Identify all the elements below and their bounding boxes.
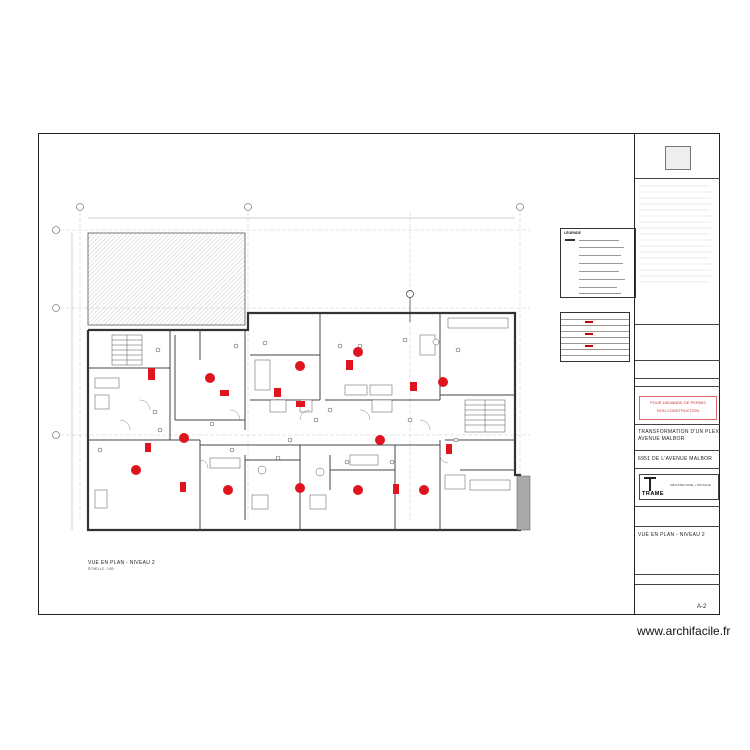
title-block-divider	[635, 424, 720, 425]
permit-warning: POUR DEMANDE DE PERMIS NON CONSTRUCTION	[639, 396, 717, 420]
legend-row	[565, 239, 575, 241]
legend-row	[579, 279, 625, 280]
firm-logo-mark	[649, 477, 651, 491]
permit-warning-line2: NON CONSTRUCTION	[656, 408, 700, 413]
red-marker	[353, 347, 363, 357]
red-marker	[419, 485, 429, 495]
dimension-lines	[71, 217, 515, 530]
legend-row	[579, 255, 621, 256]
schedule-row	[561, 337, 629, 338]
balcony-block	[516, 475, 531, 531]
schedule-row	[561, 349, 629, 350]
electrical-symbols	[97, 337, 461, 465]
plan-caption: VUE EN PLAN - NIVEAU 2	[88, 560, 155, 566]
legend-row	[579, 240, 619, 241]
title-block-divider	[635, 506, 720, 507]
red-marker	[375, 435, 385, 445]
title-block-divider	[635, 386, 720, 387]
red-marker	[131, 465, 141, 475]
project-name-line1: TRANSFORMATION D'UN PLEX	[638, 429, 720, 435]
red-marker	[145, 443, 151, 452]
stair-right	[464, 399, 506, 433]
grid-lines	[60, 212, 530, 520]
red-marker	[274, 388, 281, 397]
red-marker	[393, 484, 399, 494]
title-block-divider	[635, 468, 720, 469]
schedule-row	[561, 319, 629, 320]
terrace-hatch	[87, 232, 246, 326]
schedule-mark	[585, 333, 593, 335]
red-markers	[131, 347, 452, 495]
red-marker	[180, 482, 186, 492]
plan-scale-note: ÉCHELLE : 1/50	[88, 567, 114, 571]
red-marker	[220, 390, 229, 396]
grid-bubble	[244, 203, 252, 211]
grid-bubble	[52, 431, 60, 439]
title-block-divider	[635, 360, 720, 361]
red-marker	[205, 373, 215, 383]
title-block: POUR DEMANDE DE PERMIS NON CONSTRUCTION …	[634, 134, 720, 614]
drawing-title: VUE EN PLAN - NIVEAU 2	[638, 532, 705, 538]
title-block-divider	[635, 324, 720, 325]
schedule-mark	[585, 345, 593, 347]
schedule-row	[561, 325, 629, 326]
grid-bubbles	[52, 203, 524, 439]
general-notes	[639, 185, 713, 283]
schedule-mark	[585, 321, 593, 323]
red-marker	[438, 377, 448, 387]
red-marker	[223, 485, 233, 495]
sheet-number: A-2	[697, 604, 707, 610]
title-block-divider	[635, 574, 720, 575]
legend-title: LÉGENDE	[564, 231, 581, 235]
exterior-walls	[86, 311, 522, 532]
red-marker	[179, 433, 189, 443]
title-block-divider	[635, 526, 720, 527]
firm-logo	[665, 146, 691, 170]
title-block-divider	[635, 584, 720, 585]
legend-row	[579, 271, 619, 272]
watermark: www.archifacile.fr	[637, 624, 731, 638]
title-block-divider	[635, 450, 720, 451]
project-name-line2: AVENUE MALBOR	[638, 436, 685, 442]
stair-left	[111, 334, 143, 366]
floor-plan	[52, 203, 531, 532]
title-block-divider	[635, 178, 720, 179]
fixtures	[94, 317, 511, 510]
legend-row	[579, 263, 623, 264]
legend-row	[579, 247, 624, 248]
door-swings	[119, 399, 449, 469]
red-marker	[148, 368, 155, 380]
firm-stamp: TRAME ARCHITECTURE + PAYSAGE	[639, 474, 719, 500]
legend-row	[579, 287, 617, 288]
grid-bubble	[76, 203, 84, 211]
schedule-row	[561, 343, 629, 344]
project-address: 6951 DE L'AVENUE MALBOR	[638, 456, 713, 462]
red-marker	[296, 401, 305, 407]
north-arrow	[406, 290, 414, 322]
finish-schedule	[560, 312, 630, 362]
schedule-row	[561, 331, 629, 332]
firm-name: TRAME	[642, 491, 665, 497]
grid-bubble	[52, 226, 60, 234]
red-marker	[346, 360, 353, 370]
schedule-row	[561, 355, 629, 356]
red-marker	[410, 382, 417, 391]
permit-warning-line1: POUR DEMANDE DE PERMIS	[650, 400, 706, 405]
legend-box: LÉGENDE	[560, 228, 636, 298]
legend-row	[579, 293, 621, 294]
grid-bubble	[52, 304, 60, 312]
grid-bubble	[516, 203, 524, 211]
title-block-divider	[635, 378, 720, 379]
red-marker	[353, 485, 363, 495]
firm-subtitle: ARCHITECTURE + PAYSAGE	[670, 483, 711, 487]
red-marker	[295, 483, 305, 493]
red-marker	[446, 444, 452, 454]
red-marker	[295, 361, 305, 371]
interior-walls	[88, 313, 515, 530]
